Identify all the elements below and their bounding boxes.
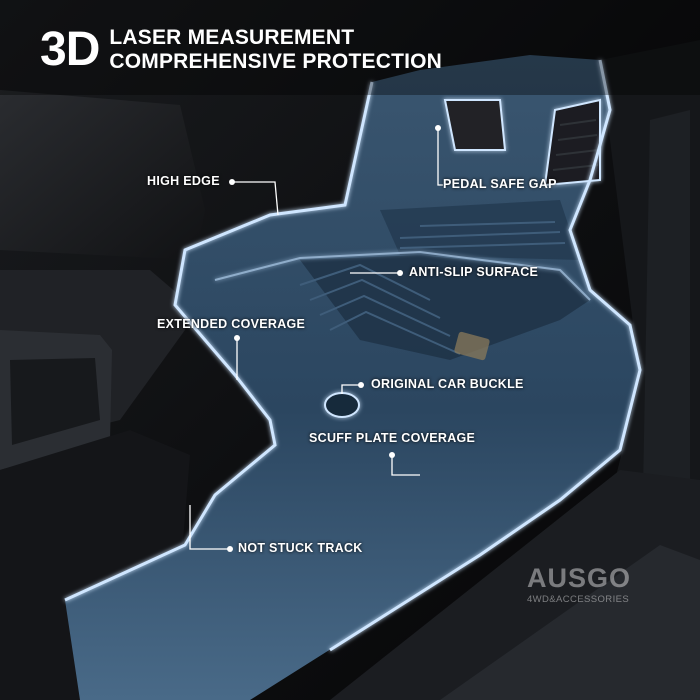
textured-heel-pad <box>380 200 580 260</box>
buckle-line <box>341 384 361 394</box>
headline-3d: 3D <box>40 23 100 76</box>
callout-dots <box>227 125 441 552</box>
mat-inner-edge-glow <box>214 250 591 301</box>
callout-scuff-plate-coverage: SCUFF PLATE COVERAGE <box>309 431 476 445</box>
callout-high-edge: HIGH EDGE <box>147 174 220 188</box>
track-line <box>189 505 230 550</box>
headline-line-1: LASER MEASUREMENT <box>109 26 355 49</box>
callout-lines <box>189 128 443 550</box>
pedal-gap-line <box>437 128 443 186</box>
callout-extended-coverage: EXTENDED COVERAGE <box>157 317 306 331</box>
seat-controls <box>10 358 100 445</box>
headline-subtitles: LASER MEASUREMENT COMPREHENSIVE PROTECTI… <box>109 26 442 74</box>
callout-not-stuck-track: NOT STUCK TRACK <box>238 541 363 555</box>
scuff-plate-line <box>391 455 420 476</box>
car-buckle-ring <box>324 392 360 418</box>
callout-anti-slip-surface: ANTI-SLIP SURFACE <box>409 265 539 279</box>
headline: 3D LASER MEASUREMENT COMPREHENSIVE PROTE… <box>40 26 442 74</box>
sill-step <box>440 545 700 700</box>
high-edge-line <box>232 181 279 216</box>
brand-watermark: AUSGO 4WD&ACCESSORIES <box>527 563 632 606</box>
headline-line-2: COMPREHENSIVE PROTECTION <box>109 50 443 73</box>
mat-edge-glow-right <box>329 59 642 652</box>
mat-edge-glow-left <box>64 81 374 602</box>
callout-original-car-buckle: ORIGINAL CAR BUCKLE <box>371 377 524 391</box>
pedal-grip-lines <box>552 119 599 171</box>
anti-slip-ridges <box>299 221 566 355</box>
seat-back <box>0 90 205 260</box>
brake-pedal <box>443 99 507 151</box>
brand-tagline: 4WD&ACCESSORIES <box>527 594 630 605</box>
footwell-zone <box>300 255 590 360</box>
brand-name: AUSGO <box>527 563 632 593</box>
callout-pedal-safe-gap: PEDAL SAFE GAP <box>443 177 557 191</box>
header-fade <box>0 0 700 95</box>
mat-logo-tag <box>454 331 490 361</box>
